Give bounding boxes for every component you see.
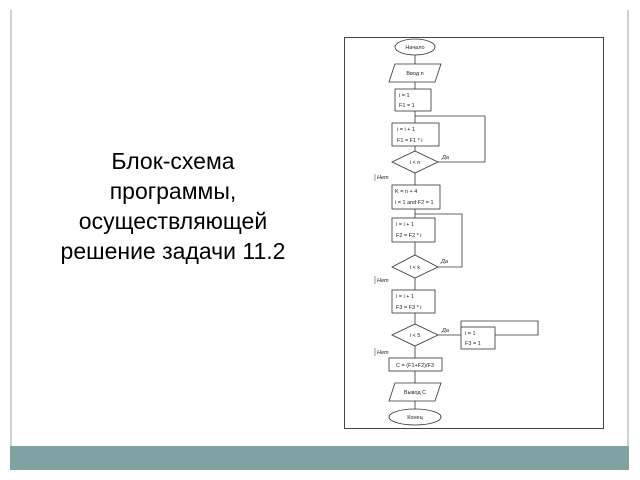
node-loop1-line-1: i = i + 1 bbox=[397, 127, 415, 133]
node-cond1: i < n Да Нет bbox=[374, 150, 449, 181]
cond2-no-label: Нет bbox=[377, 278, 389, 284]
node-loop2-line-1: i = i + 1 bbox=[396, 222, 414, 228]
node-cond2: i < k Да Нет bbox=[374, 254, 448, 284]
title-line-2: программы, bbox=[109, 178, 237, 204]
node-loop1-line-2: F1 = F1 * i bbox=[397, 138, 423, 144]
node-output-label: Вывод C bbox=[404, 390, 426, 396]
slide-frame-right bbox=[627, 10, 629, 446]
cond3-yes-label: Да bbox=[441, 328, 449, 334]
node-cond3-label: i < 5 bbox=[410, 333, 421, 339]
node-loop2-line-2: F2 = F2 * i bbox=[396, 233, 422, 239]
node-cond1-label: i < n bbox=[410, 160, 421, 166]
node-reset3-line-1: i = 1 bbox=[465, 331, 476, 337]
node-start: Начало bbox=[394, 38, 436, 56]
node-init2: K = n + 4 i = 1 and F2 = 1 bbox=[391, 184, 441, 210]
title-line-3: осуществляющей bbox=[78, 208, 268, 234]
flowchart-figure: Начало Ввод n i = 1 F1 = 1 i = i + 1 F1 … bbox=[344, 37, 604, 429]
node-cond3: i < 5 Да Нет bbox=[374, 323, 449, 356]
slide-bottom-band bbox=[10, 446, 629, 470]
cond2-yes-label: Да bbox=[440, 259, 448, 265]
node-loop3-body: i = i + 1 F3 = F3 * i bbox=[391, 289, 436, 314]
node-init1-line-2: F1 = 1 bbox=[399, 103, 415, 109]
title-line-1: Блок-схема bbox=[111, 148, 235, 174]
loopback-3 bbox=[460, 320, 539, 336]
slide-frame-left bbox=[10, 10, 12, 446]
cond1-yes-label: Да bbox=[441, 155, 449, 161]
cond1-no-label: Нет bbox=[377, 175, 389, 181]
connectors bbox=[414, 55, 539, 409]
loopback-2 bbox=[415, 213, 463, 268]
node-reset3-line-2: F3 = 1 bbox=[465, 341, 481, 347]
node-loop3-line-2: F3 = F3 * i bbox=[396, 305, 422, 311]
node-loop2-body: i = i + 1 F2 = F2 * i bbox=[391, 217, 436, 243]
node-cond2-label: i < k bbox=[410, 265, 420, 271]
node-end: Конец bbox=[388, 408, 442, 426]
node-loop3-line-1: i = i + 1 bbox=[396, 294, 414, 300]
node-init2-line-2: i = 1 and F2 = 1 bbox=[395, 200, 434, 206]
node-end-label: Конец bbox=[407, 415, 423, 421]
cond3-no-label: Нет bbox=[377, 350, 389, 356]
node-calc-label: C = (F1+F2)/F3 bbox=[396, 363, 434, 369]
node-input-label: Ввод n bbox=[406, 71, 423, 77]
node-start-label: Начало bbox=[405, 45, 424, 51]
node-init1: i = 1 F1 = 1 bbox=[394, 88, 432, 112]
node-init1-line-1: i = 1 bbox=[399, 93, 410, 99]
node-reset3: i = 1 F3 = 1 bbox=[460, 326, 496, 350]
loopback-1 bbox=[415, 115, 486, 163]
node-loop1-body: i = i + 1 F1 = F1 * i bbox=[391, 122, 440, 147]
node-output: Вывод C bbox=[388, 382, 442, 402]
slide-title: Блок-схема программы, осуществляющей реш… bbox=[14, 146, 332, 266]
node-calc: C = (F1+F2)/F3 bbox=[388, 357, 443, 372]
title-line-4: решение задачи 11.2 bbox=[60, 238, 286, 264]
node-input: Ввод n bbox=[388, 63, 442, 83]
node-init2-line-1: K = n + 4 bbox=[395, 189, 417, 195]
flowchart-svg: Начало Ввод n i = 1 F1 = 1 i = i + 1 F1 … bbox=[374, 38, 539, 426]
